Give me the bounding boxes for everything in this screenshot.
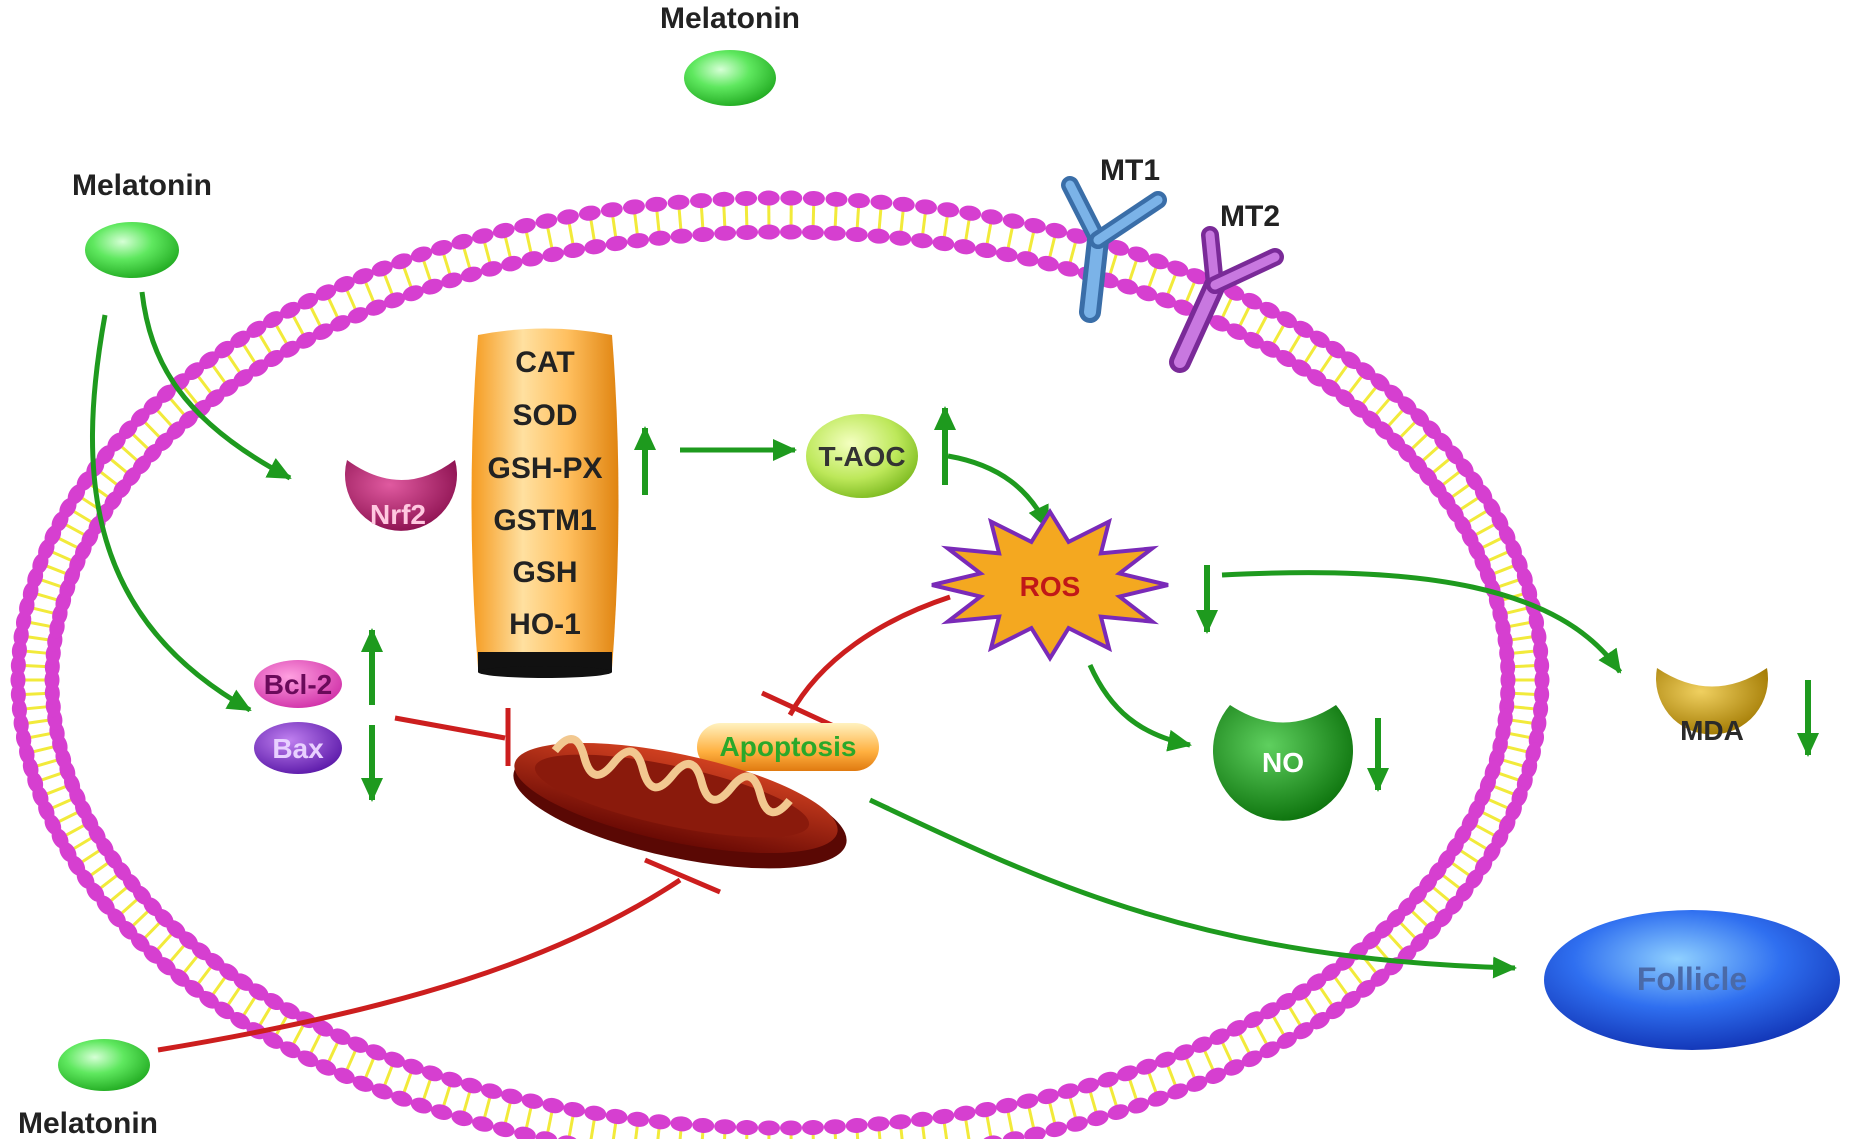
- mt1-label: MT1: [1100, 154, 1160, 187]
- enzyme-item: SOD: [512, 399, 577, 432]
- bcl2-label: Bcl-2: [264, 669, 332, 700]
- melatonin-to-bcl2-arrow: [89, 314, 252, 713]
- ros-to-apoptosis-inhibit-line: [787, 594, 951, 717]
- antioxidant-enzymes-column: [471, 328, 619, 678]
- inhibit-apoptosis-bar: [760, 690, 840, 731]
- enzyme-item: HO-1: [509, 608, 581, 641]
- enzyme-item: GSTM1: [493, 504, 596, 537]
- bax-label: Bax: [272, 733, 324, 764]
- mda-label: MDA: [1680, 715, 1744, 746]
- mda-node: MDA: [1656, 668, 1769, 746]
- mitochondrion-icon: [513, 735, 847, 869]
- apoptosis-label: Apoptosis: [720, 731, 857, 762]
- enzyme-item: GSH-PX: [487, 452, 602, 485]
- taoc-label: T-AOC: [818, 441, 905, 472]
- ros-node: ROS: [931, 507, 1169, 663]
- activation-arrows: [89, 291, 1623, 979]
- melatonin-top-label: Melatonin: [660, 2, 800, 35]
- ros-to-no-arrow: [1087, 663, 1192, 752]
- enzyme-item: GSH: [512, 556, 577, 589]
- mt2-label: MT2: [1220, 200, 1280, 233]
- inhibition-lines: [157, 594, 951, 1053]
- ros-to-mda-arrow: [1221, 570, 1623, 674]
- follicle-node: Follicle: [1544, 910, 1840, 1050]
- no-node: NO: [1213, 705, 1353, 821]
- ros-label: ROS: [1020, 571, 1081, 602]
- melatonin-left-molecule: [85, 222, 179, 278]
- melatonin-left-label: Melatonin: [72, 169, 212, 202]
- taoc-node: T-AOC: [806, 414, 918, 498]
- no-label: NO: [1262, 747, 1304, 778]
- apoptosis-to-follicle-arrow: [868, 797, 1517, 979]
- melatonin-bottom-label: Melatonin: [18, 1107, 158, 1139]
- bax-node: Bax: [254, 722, 342, 774]
- taoc-to-ros-arrow: [947, 453, 1051, 530]
- inhibit-mito-bar-2: [644, 857, 721, 895]
- bcl2-node: Bcl-2: [254, 660, 342, 708]
- apoptosis-node: Apoptosis: [697, 723, 879, 771]
- melatonin-top-molecule: [684, 50, 776, 106]
- nrf2-node: Nrf2: [344, 460, 458, 531]
- nrf2-label: Nrf2: [370, 499, 426, 530]
- melatonin-inhibit-mito-line: [157, 877, 682, 1053]
- mt1-receptor-icon: [1061, 176, 1167, 323]
- melatonin-bottom-molecule: [58, 1039, 150, 1091]
- mt2-receptor-icon: [1169, 226, 1284, 373]
- regulation-arrows: [361, 406, 1819, 802]
- bcl2-bax-inhibit-mito-line: [394, 715, 506, 741]
- melatonin-to-nrf2-arrow: [139, 291, 292, 481]
- follicle-label: Follicle: [1637, 961, 1747, 997]
- cell-membrane: [10, 190, 1550, 1139]
- enzyme-item: CAT: [515, 346, 574, 379]
